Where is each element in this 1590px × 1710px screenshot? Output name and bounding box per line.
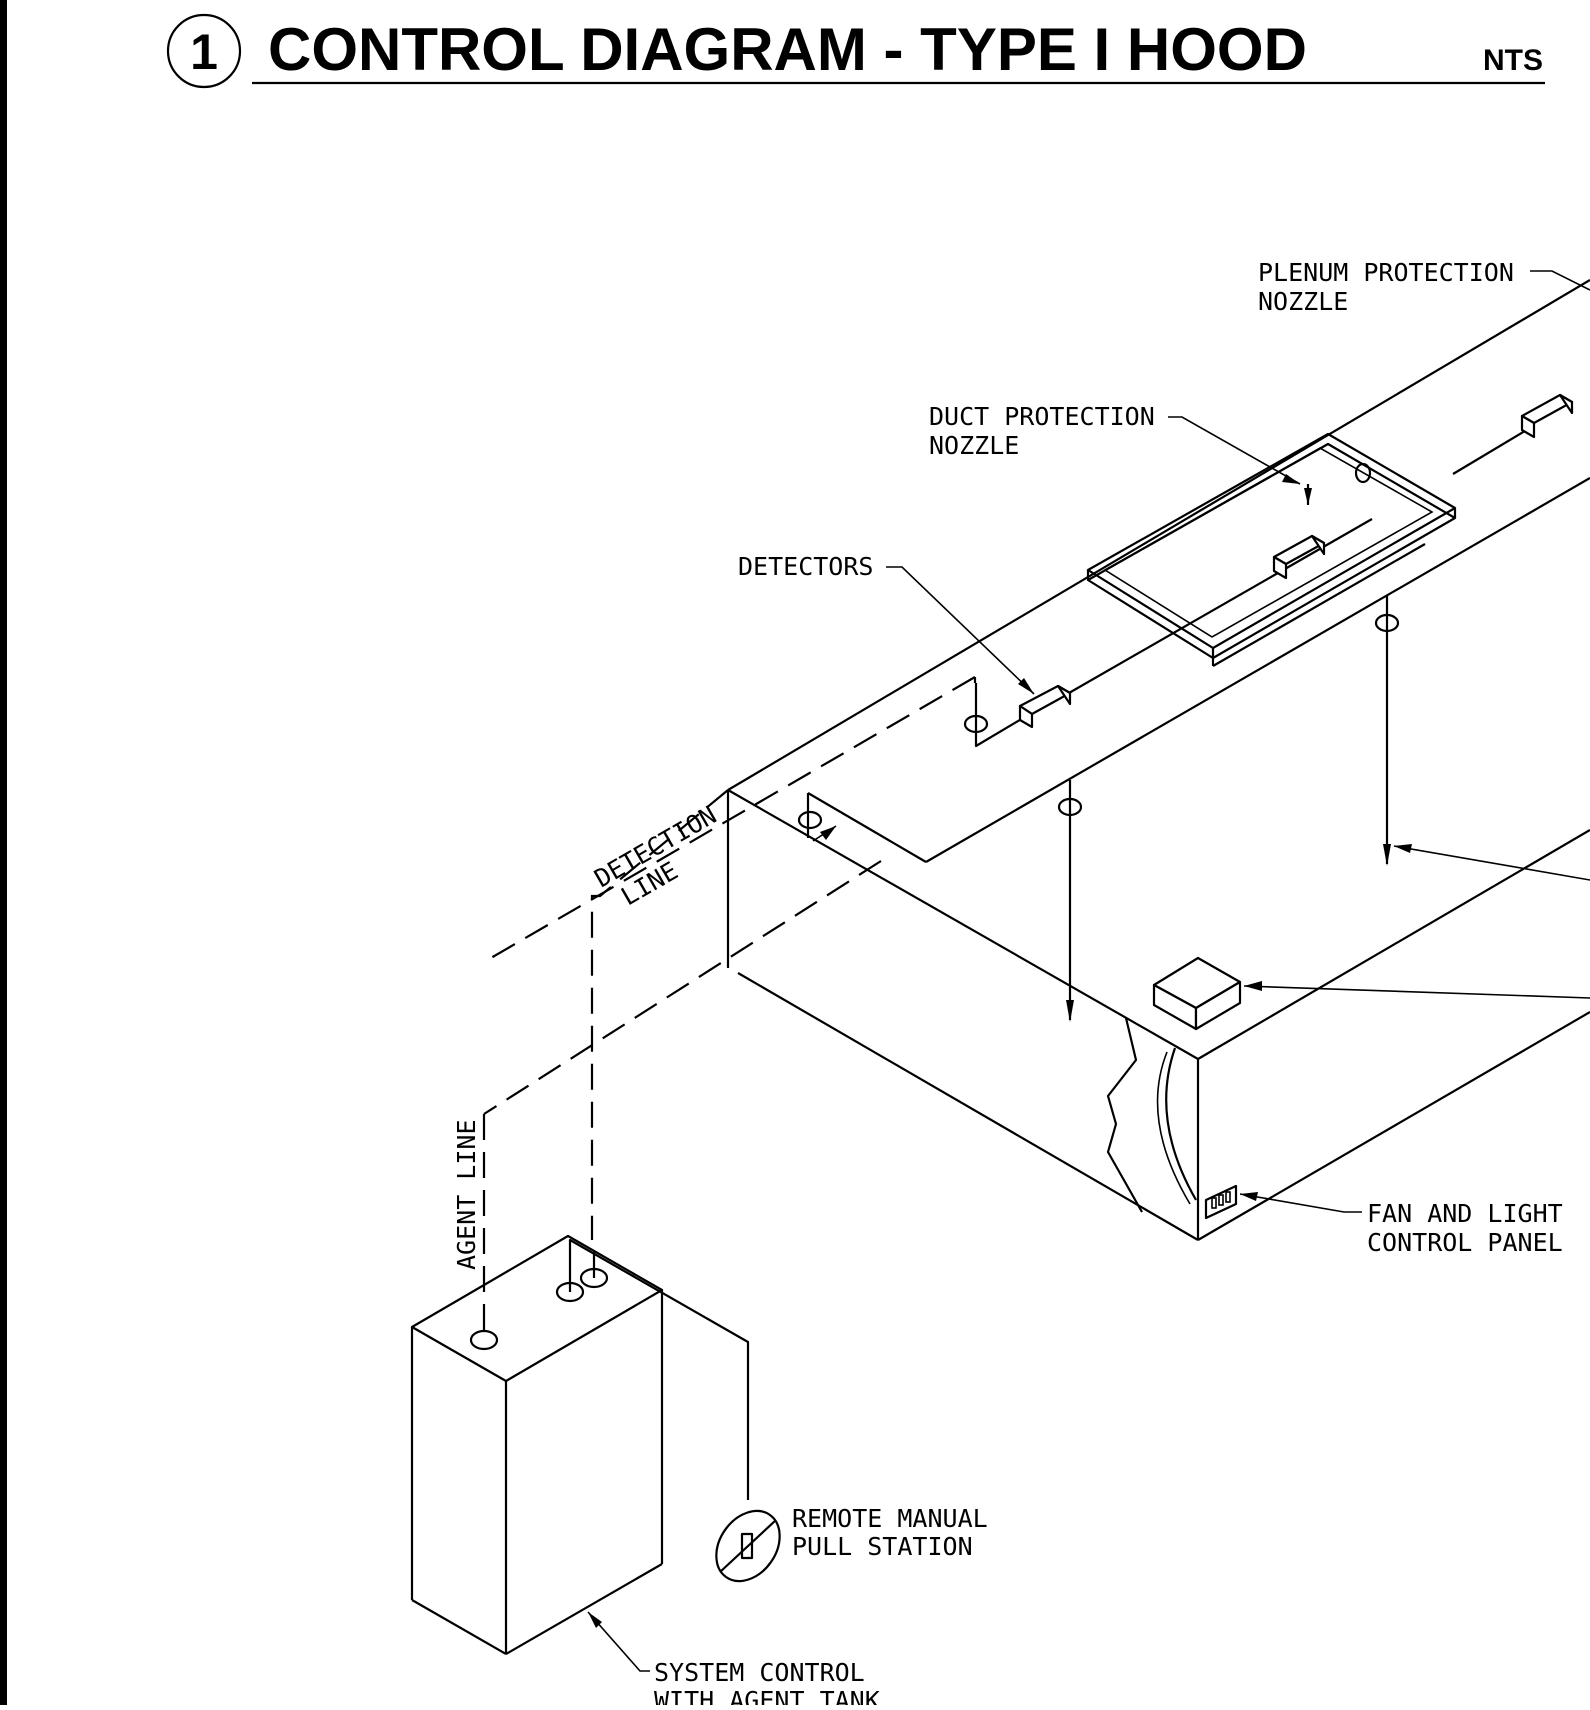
- nozzle-drop: [797, 462, 1400, 1022]
- scale-note: NTS: [1483, 44, 1543, 77]
- pull-station-label-line1: REMOTE MANUAL: [792, 1504, 988, 1533]
- detector: [1272, 534, 1326, 580]
- hood: [726, 279, 1590, 1241]
- agent-line: [482, 676, 977, 1340]
- plenum-nozzle-label-line1: PLENUM PROTECTION: [1258, 258, 1514, 287]
- duct-nozzle-label-line2: NOZZLE: [929, 431, 1019, 460]
- pull-station-icon: [715, 1509, 781, 1583]
- fan-light-panel-icon: [1204, 1184, 1238, 1220]
- pull-station-label-line2: PULL STATION: [792, 1532, 973, 1561]
- detail-number-circle: [166, 13, 242, 89]
- fan-light-label-line1: FAN AND LIGHT: [1367, 1199, 1563, 1228]
- duct-nozzle-label-line1: DUCT PROTECTION: [929, 402, 1155, 431]
- agent-line-label: AGENT LINE: [452, 1119, 481, 1270]
- duct-collar: [1086, 432, 1457, 667]
- plenum-nozzle-label-line2: NOZZLE: [1258, 287, 1348, 316]
- hood-control-box: [1152, 956, 1242, 1031]
- detection-line: [590, 789, 729, 1240]
- system-control-label-line2: WITH AGENT TANK: [654, 1686, 880, 1705]
- detectors-label: DETECTORS: [738, 552, 873, 581]
- fan-light-label-line2: CONTROL PANEL: [1367, 1228, 1563, 1257]
- detail-number: 1: [190, 24, 218, 80]
- sheet-border: [0, 0, 7, 1705]
- system-control-cabinet: [410, 1234, 750, 1655]
- system-control-label-line1: SYSTEM CONTROL: [654, 1658, 865, 1687]
- detector: [1520, 393, 1574, 439]
- leaders: [587, 270, 1590, 1672]
- diagram-title: CONTROL DIAGRAM - TYPE I HOOD: [268, 16, 1307, 83]
- detector: [1018, 684, 1072, 729]
